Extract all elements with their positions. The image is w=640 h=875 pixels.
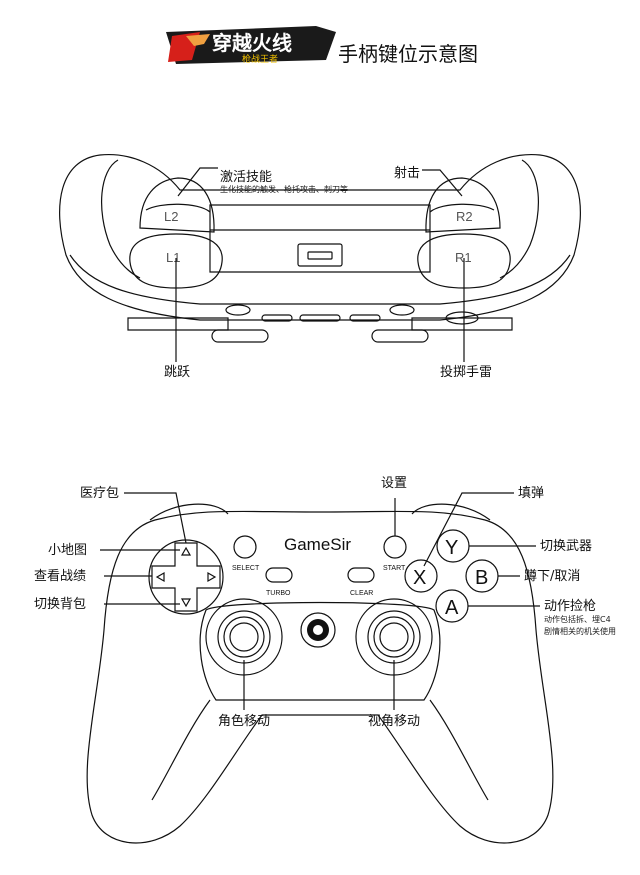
dpad-left-callout: 查看战绩 xyxy=(34,569,87,584)
x-callout: 填弹 xyxy=(518,486,545,501)
select-button xyxy=(233,535,257,559)
r2-label: R2 xyxy=(456,209,473,224)
turbo-label: TURBO xyxy=(266,590,291,597)
dpad-left-arrow xyxy=(155,571,165,583)
page-title: 手柄键位示意图 xyxy=(338,42,478,66)
dpad-down-arrow xyxy=(180,598,192,608)
home-button xyxy=(300,612,336,648)
l2-label: L2 xyxy=(164,209,178,224)
l2-callout: 激活技能 xyxy=(220,170,273,185)
clear-label: CLEAR xyxy=(350,590,373,597)
l2-callout-note: 生化技能的触发、枪托攻击、刺刀等 xyxy=(220,185,348,194)
a-label: A xyxy=(445,597,459,619)
dpad-right-arrow xyxy=(207,571,217,583)
y-callout: 切换武器 xyxy=(540,539,593,554)
r1-label: R1 xyxy=(455,250,472,265)
brand-logo: GameSir xyxy=(284,535,351,554)
r2-trigger xyxy=(425,177,501,233)
logo-subtext: 枪战王者 xyxy=(242,53,278,65)
start-label: START xyxy=(383,565,406,572)
turbo-button xyxy=(265,567,293,583)
game-logo: 穿越火线 枪战王者 xyxy=(166,22,336,70)
r1-callout: 投掷手雷 xyxy=(440,365,493,380)
a-callout-note-1: 动作包括拆、埋C4 xyxy=(544,615,611,624)
dpad-up-arrow xyxy=(180,546,192,556)
x-button xyxy=(404,559,438,593)
y-label: Y xyxy=(445,537,458,559)
l1-callout: 跳跃 xyxy=(164,365,191,380)
b-callout: 蹲下/取消 xyxy=(524,569,581,584)
controller-top-view: L2 R2 L1 R1 xyxy=(59,153,581,362)
dpad-minimap-callout: 小地图 xyxy=(48,543,88,558)
select-label: SELECT xyxy=(232,565,260,572)
l1-bumper xyxy=(129,233,223,289)
l1-label: L1 xyxy=(166,250,180,265)
dpad-down-callout: 切换背包 xyxy=(34,597,87,612)
dpad-up-callout: 医疗包 xyxy=(80,486,120,501)
a-callout-note-2: 剧情相关的机关使用 xyxy=(544,627,616,636)
a-callout: 动作捡枪 xyxy=(544,599,597,614)
start-button xyxy=(383,535,407,559)
clear-button xyxy=(347,567,375,583)
x-label: X xyxy=(413,567,426,589)
b-label: B xyxy=(475,567,488,589)
r1-bumper xyxy=(417,233,511,289)
left-stick-callout: 角色移动 xyxy=(218,714,271,729)
l2-trigger xyxy=(139,177,215,233)
controller-front-view: GameSir SELECT START TURBO CLEAR Y X B A xyxy=(86,492,554,844)
logo-text: 穿越火线 xyxy=(212,31,292,55)
r2-callout: 射击 xyxy=(394,166,421,181)
right-stick-callout: 视角移动 xyxy=(368,714,421,729)
start-callout: 设置 xyxy=(381,476,408,491)
dpad xyxy=(148,539,224,615)
